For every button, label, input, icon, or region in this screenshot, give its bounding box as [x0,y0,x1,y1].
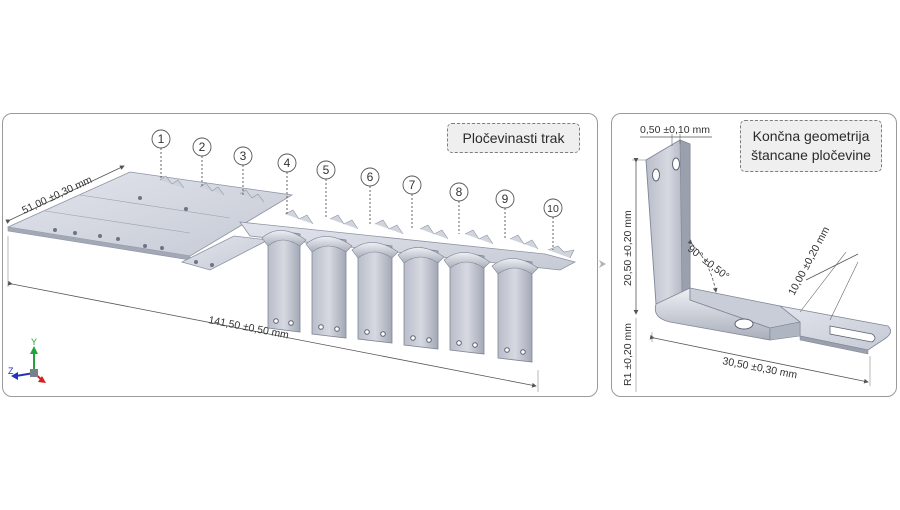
step-callouts [151,129,563,250]
axis-triad [11,346,46,383]
final-geometry-title-line1: Končna geometrija [752,128,870,144]
final-geometry-title-tag: Končna geometrija štancane pločevine [740,120,882,172]
step-9 [495,189,515,240]
bent-part-stage-4 [261,230,307,333]
final-part-drawing: 0,50 ±0,10 mm 20,50 ±0,20 mm R1 ±0,20 mm… [622,124,891,392]
step-label-6: 6 [367,170,374,184]
bent-part-stage-9 [491,258,539,363]
step-label-10: 10 [547,203,559,215]
step-label-8: 8 [456,185,463,199]
step-label-3: 3 [240,149,247,163]
step-10 [543,198,563,250]
step-label-7: 7 [409,178,416,192]
step-7 [402,175,422,229]
radius-label: R1 ±0,20 mm [622,323,634,386]
step-1 [151,129,171,178]
strip-drawing: 1 2 3 4 5 6 7 8 9 10 51,00 ±0,30 mm 141,… [5,129,577,392]
step-8 [449,182,469,234]
thickness-label: 0,50 ±0,10 mm [640,124,710,136]
step-label-1: 1 [158,132,165,146]
step-4 [277,153,297,214]
step-3 [233,146,253,196]
step-6 [360,167,380,224]
step-label-2: 2 [199,140,206,154]
step-label-9: 9 [502,192,509,206]
strip-title: Pločevinasti trak [462,130,565,146]
transition-arrow-icon [599,260,606,268]
axis-z-label: Z [8,366,14,376]
angle-label: 90° ±0,50° [685,243,731,283]
bent-part-stage-8 [443,252,491,355]
bent-part-stage-7 [397,247,445,350]
strip-title-tag: Pločevinasti trak [447,123,580,153]
bent-part-stage-5 [305,236,353,339]
step-label-5: 5 [323,163,330,177]
final-geometry-title-line2: štancane pločevine [751,147,871,163]
step-2 [192,137,212,188]
height-label: 20,50 ±0,20 mm [622,210,634,286]
step-5 [316,160,336,219]
step-label-4: 4 [284,156,291,170]
slot-label: 10,00 ±0,20 mm [786,225,832,298]
axis-y-label: Y [31,337,37,347]
bent-part-stage-6 [351,242,399,344]
part-length-label: 30,50 ±0,30 mm [721,355,798,381]
